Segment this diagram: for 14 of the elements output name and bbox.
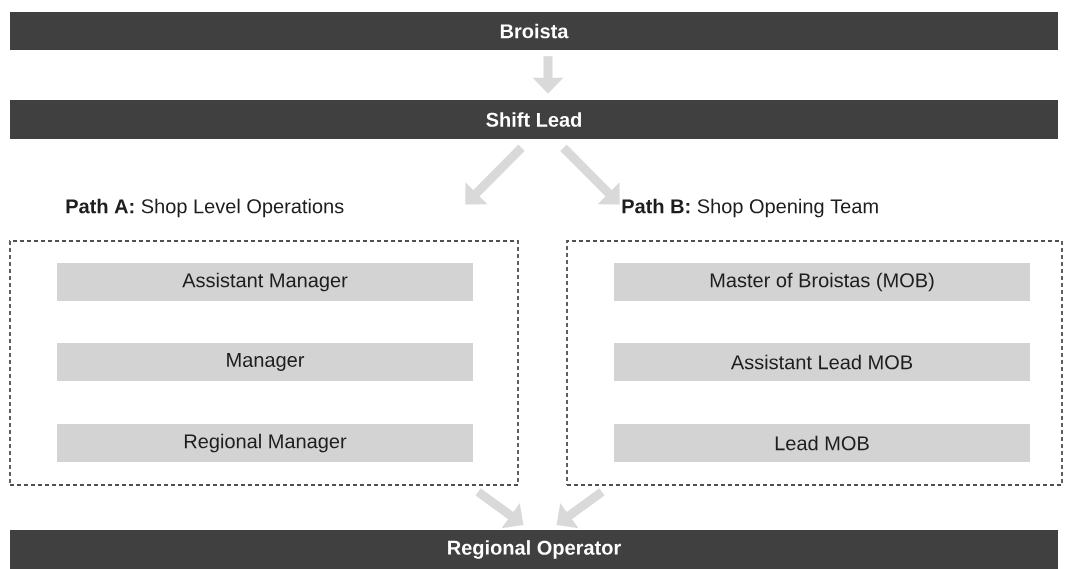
- role-box: Assistant Lead MOB: [614, 343, 1030, 381]
- role-box: Regional Manager: [57, 424, 473, 462]
- arrow: [465, 144, 525, 205]
- arrow: [560, 144, 620, 205]
- role-box: Lead MOB: [614, 424, 1030, 462]
- title-bar: Broista: [10, 12, 1058, 50]
- role-box: Assistant Manager: [57, 263, 473, 301]
- role-box: Master of Broistas (MOB): [614, 263, 1030, 301]
- arrow: [556, 488, 605, 529]
- role-box: Manager: [57, 343, 473, 381]
- path-heading: Path B: Shop Opening Team: [622, 198, 878, 218]
- path-heading: Path A: Shop Level Operations: [66, 198, 344, 218]
- title-bar: Regional Operator: [10, 530, 1058, 569]
- title-bar: Shift Lead: [10, 100, 1058, 139]
